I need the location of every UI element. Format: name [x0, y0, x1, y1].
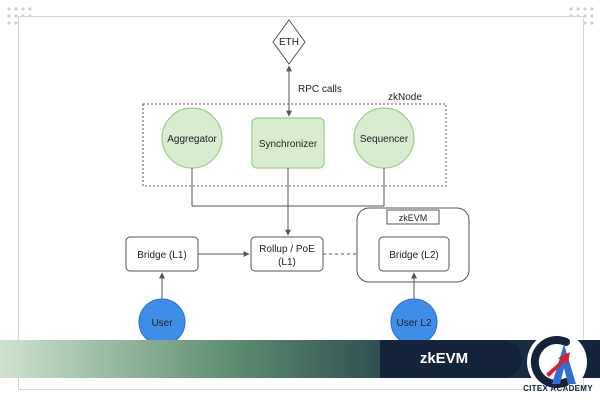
synchronizer-label: Synchronizer [259, 139, 318, 150]
title-banner-cap [380, 340, 522, 378]
sequencer-label: Sequencer [360, 134, 409, 145]
zknode-label: zkNode [388, 92, 422, 103]
eth-label: ETH [279, 37, 299, 48]
banner-title: zkEVM [419, 350, 469, 367]
eth-node[interactable] [272, 19, 306, 65]
bridge-l2-label: Bridge (L2) [389, 250, 438, 261]
aggregator-label: Aggregator [167, 134, 217, 145]
decorative-dots-top-right [569, 7, 594, 25]
diagram-frame [18, 16, 584, 390]
rollup-poe-label-line1: Rollup / PoE [259, 244, 315, 255]
zknode-container [142, 103, 447, 187]
user-label: User [151, 318, 173, 329]
zkevm-label-box [386, 209, 440, 225]
bridge-l1-label: Bridge (L1) [137, 250, 186, 261]
user-l2-label: User L2 [396, 318, 431, 329]
logo-text: CITEX ACADEMY [523, 384, 593, 393]
rollup-poe-label-line2: (L1) [278, 257, 296, 268]
citex-academy-logo [527, 332, 587, 392]
bridge-l2-node[interactable] [378, 236, 450, 272]
rpc-calls-label: RPC calls [298, 84, 342, 95]
zkevm-label: zkEVM [399, 213, 428, 223]
